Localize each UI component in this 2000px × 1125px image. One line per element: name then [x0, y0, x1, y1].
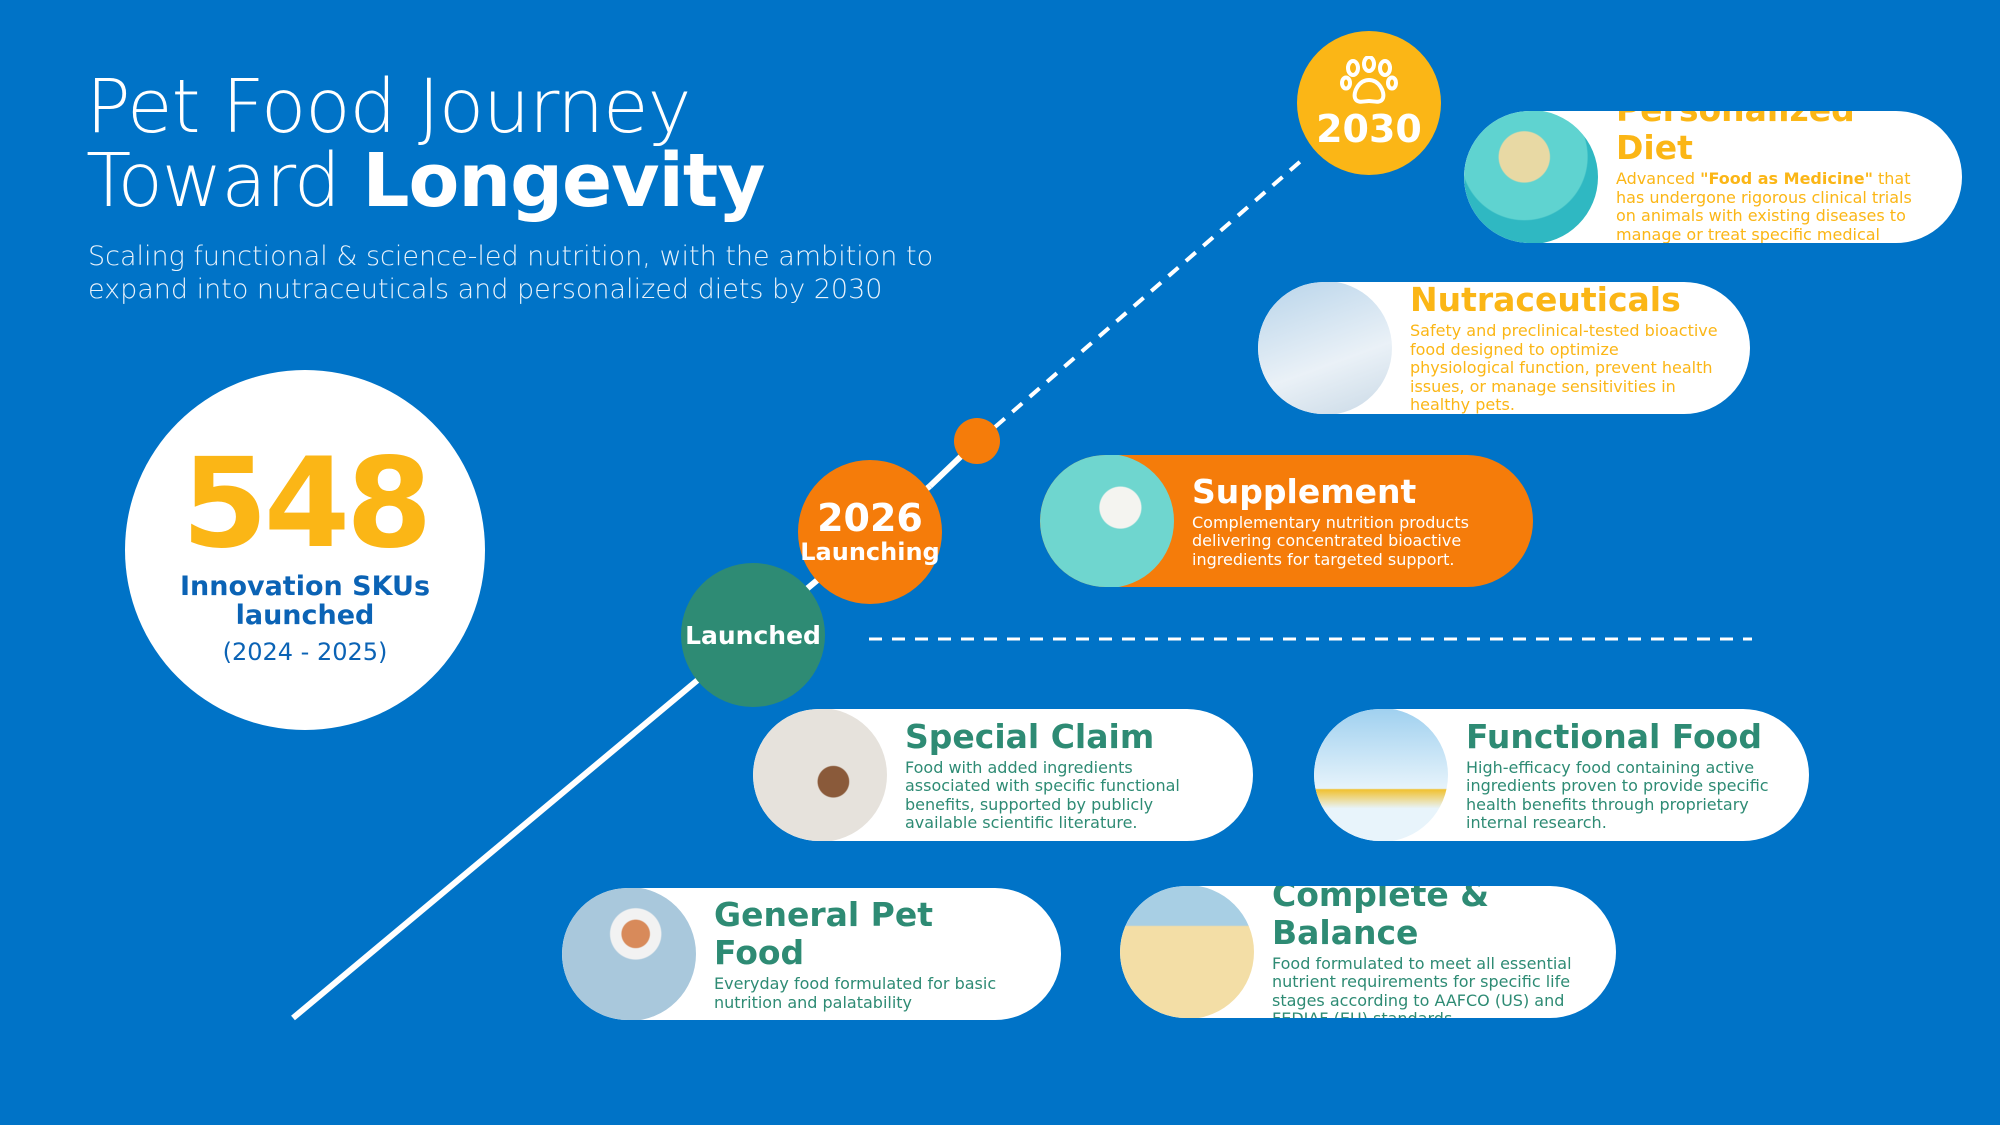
launched-label: Launched — [685, 620, 821, 650]
card-title: Functional Food — [1466, 716, 1762, 756]
card-title: Supplement — [1192, 471, 1417, 511]
card-desc: Food with added ingredients associated w… — [905, 757, 1180, 832]
card-functional-food: Functional Food High-efficacy food conta… — [1314, 709, 1809, 841]
card-nutraceuticals: Nutraceuticals Safety and preclinical-te… — [1258, 282, 1750, 414]
card-desc: High-efficacy food containing active ing… — [1466, 757, 1769, 832]
title-line-2: Toward Longevity — [86, 144, 765, 218]
complete-balance-image — [1120, 886, 1254, 1018]
year-2030: 2030 — [1316, 107, 1422, 151]
card-desc: Advanced "Food as Medicine" that has und… — [1616, 169, 1932, 244]
special-claim-image — [753, 709, 887, 841]
title-line-1: Pet Food Journey — [86, 64, 691, 150]
card-title: Special Claim — [905, 716, 1155, 756]
year-2026: 2026 — [817, 496, 923, 540]
card-special-claim: Special Claim Food with added ingredient… — [753, 709, 1253, 841]
desc-part: Advanced — [1616, 169, 1701, 189]
page-title: Pet Food Journey Toward Longevity — [86, 64, 765, 218]
general-pet-food-image — [562, 888, 696, 1020]
card-desc: Everyday food formulated for basic nutri… — [714, 974, 997, 1012]
card-personalized-diet: Personalized Diet Advanced "Food as Medi… — [1464, 111, 1962, 243]
title-bold: Longevity — [362, 138, 765, 224]
paw-icon — [1340, 56, 1398, 104]
subtitle: Scaling functional & science-led nutriti… — [88, 240, 933, 306]
nutraceuticals-image — [1258, 282, 1392, 414]
timeline-dashed-line — [993, 158, 1304, 429]
desc-bold: "Food as Medicine" — [1700, 169, 1873, 189]
card-general-pet-food: General Pet Food Everyday food formulate… — [562, 888, 1061, 1020]
timeline-dot — [954, 418, 1000, 464]
sku-label-2: launched — [235, 600, 375, 631]
sku-label-1: Innovation SKUs — [179, 571, 431, 602]
supplement-image — [1040, 455, 1174, 587]
card-title: Personalized Diet — [1616, 111, 1855, 168]
milestone-launched: Launched — [681, 563, 825, 707]
milestone-2030: 2030 — [1297, 31, 1441, 175]
subtitle-line-2: expand into nutraceuticals and personali… — [88, 274, 883, 305]
card-desc: Safety and preclinical-tested bioactive … — [1410, 321, 1718, 414]
sku-count: 548 — [181, 432, 433, 576]
card-title: Nutraceuticals — [1410, 282, 1681, 320]
desc-part: that has undergone rigorous clinical tri… — [1616, 169, 1912, 244]
title-regular: Toward — [86, 138, 363, 224]
launching-label: Launching — [800, 538, 940, 566]
card-desc: Complementary nutrition products deliver… — [1192, 512, 1469, 569]
card-title: General Pet Food — [714, 895, 934, 972]
card-supplement: Supplement Complementary nutrition produ… — [1040, 455, 1533, 587]
card-desc: Food formulated to meet all essential nu… — [1272, 953, 1572, 1018]
personalized-diet-image — [1464, 111, 1598, 243]
subtitle-line-1: Scaling functional & science-led nutriti… — [88, 241, 934, 272]
card-complete-balance: Complete & Balance Food formulated to me… — [1120, 886, 1616, 1018]
functional-food-image — [1314, 709, 1448, 841]
sku-years: (2024 - 2025) — [222, 638, 388, 666]
card-title: Complete & Balance — [1272, 886, 1490, 952]
milestone-2026: 2026 Launching — [798, 460, 942, 604]
